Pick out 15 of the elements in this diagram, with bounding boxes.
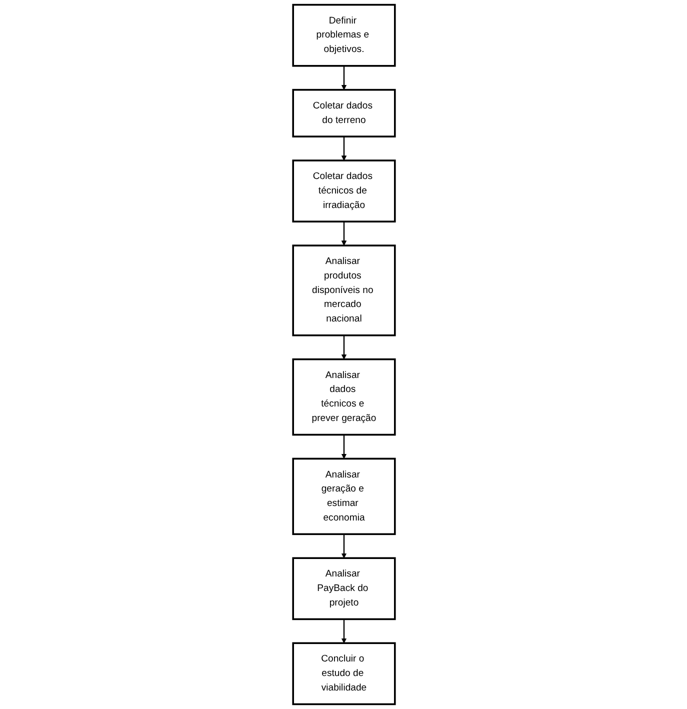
arrow <box>340 434 346 459</box>
node-box: Analisar geração e estimar economia <box>292 458 396 536</box>
node-box: Coletar dados do terreno <box>292 88 396 138</box>
node-box: Analisar PayBack do projeto <box>292 557 396 620</box>
node-box: Analisar produtos disponíveis no mercado nacional <box>292 244 396 336</box>
arrow <box>340 66 346 90</box>
arrow <box>340 534 346 558</box>
arrow <box>340 136 346 161</box>
node-box: Coletar dados técnicos de irradiação <box>292 160 396 222</box>
arrow <box>340 619 346 644</box>
node-box: Analisar dados técnicos e prever geração <box>292 358 396 436</box>
arrow <box>340 222 346 246</box>
node-box: Concluir o estudo de viabilidade <box>292 642 396 706</box>
node-box: Definir problemas e objetivos. <box>292 4 396 67</box>
arrow <box>340 335 346 360</box>
